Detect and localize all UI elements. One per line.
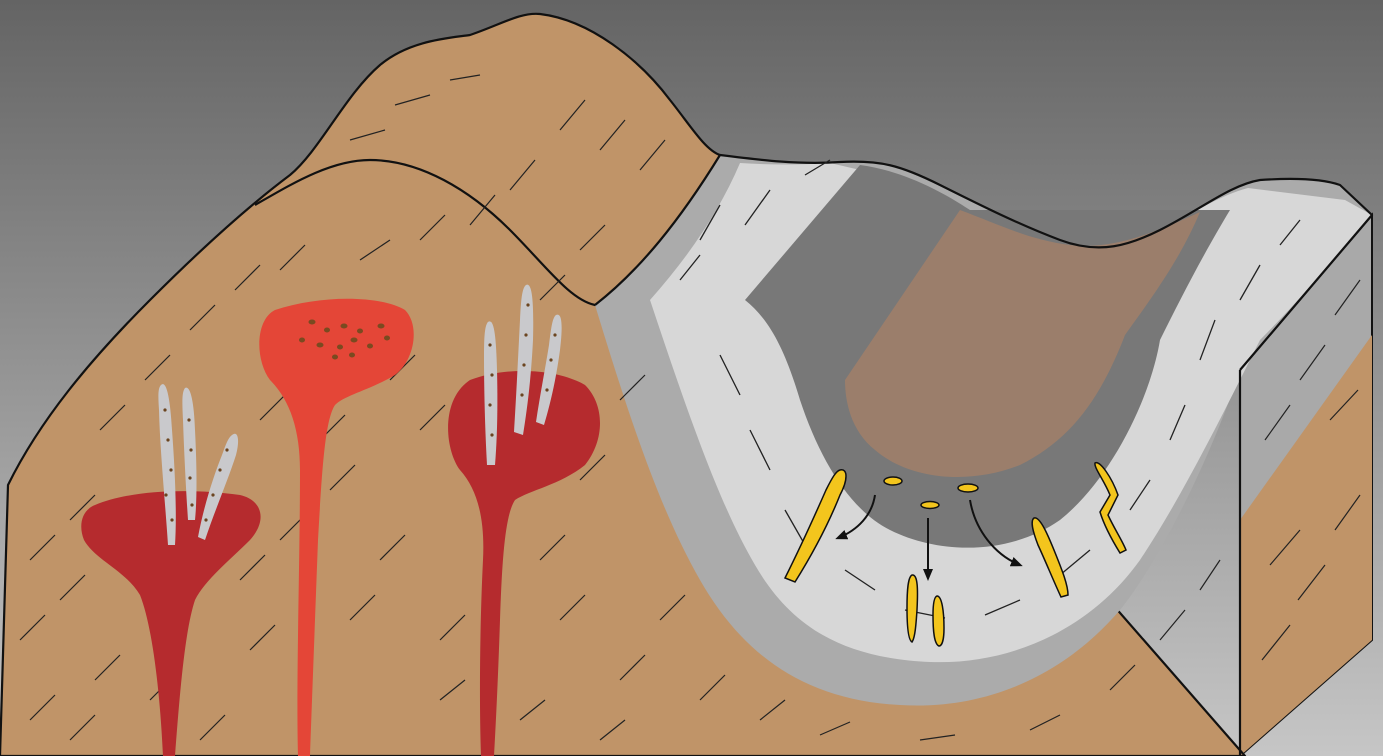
ore-vein-icon <box>933 596 944 646</box>
ore-vein-icon <box>884 477 902 485</box>
ore-vein-icon <box>921 502 939 509</box>
ore-vein-icon <box>958 484 978 492</box>
